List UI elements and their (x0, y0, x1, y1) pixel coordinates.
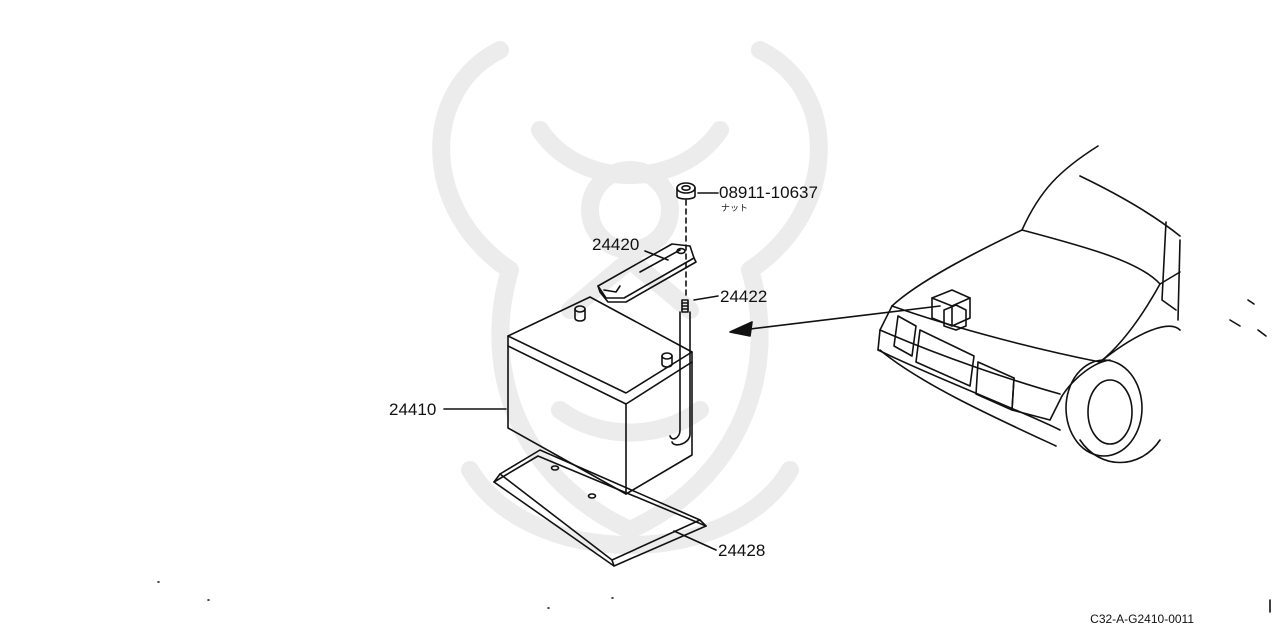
watermark-logo (432, 41, 828, 554)
part-sublabel-nut: ナット (721, 204, 749, 214)
location-arrow (741, 305, 941, 331)
part-label-nut: 08911-10637 (719, 183, 818, 202)
battery-clamp (597, 243, 697, 303)
nut (676, 182, 696, 200)
part-label-tray: 24428 (718, 541, 766, 560)
part-label-battery: 24410 (389, 400, 437, 419)
hold-down-bolt (669, 299, 691, 446)
battery-tray (493, 449, 707, 567)
car-front-view (877, 145, 1267, 464)
part-label-clamp: 24420 (592, 235, 640, 254)
part-label-bolt: 24422 (720, 287, 768, 306)
reference-code: C32-A-G2410-0011 (1090, 612, 1194, 626)
battery-body (507, 296, 693, 495)
